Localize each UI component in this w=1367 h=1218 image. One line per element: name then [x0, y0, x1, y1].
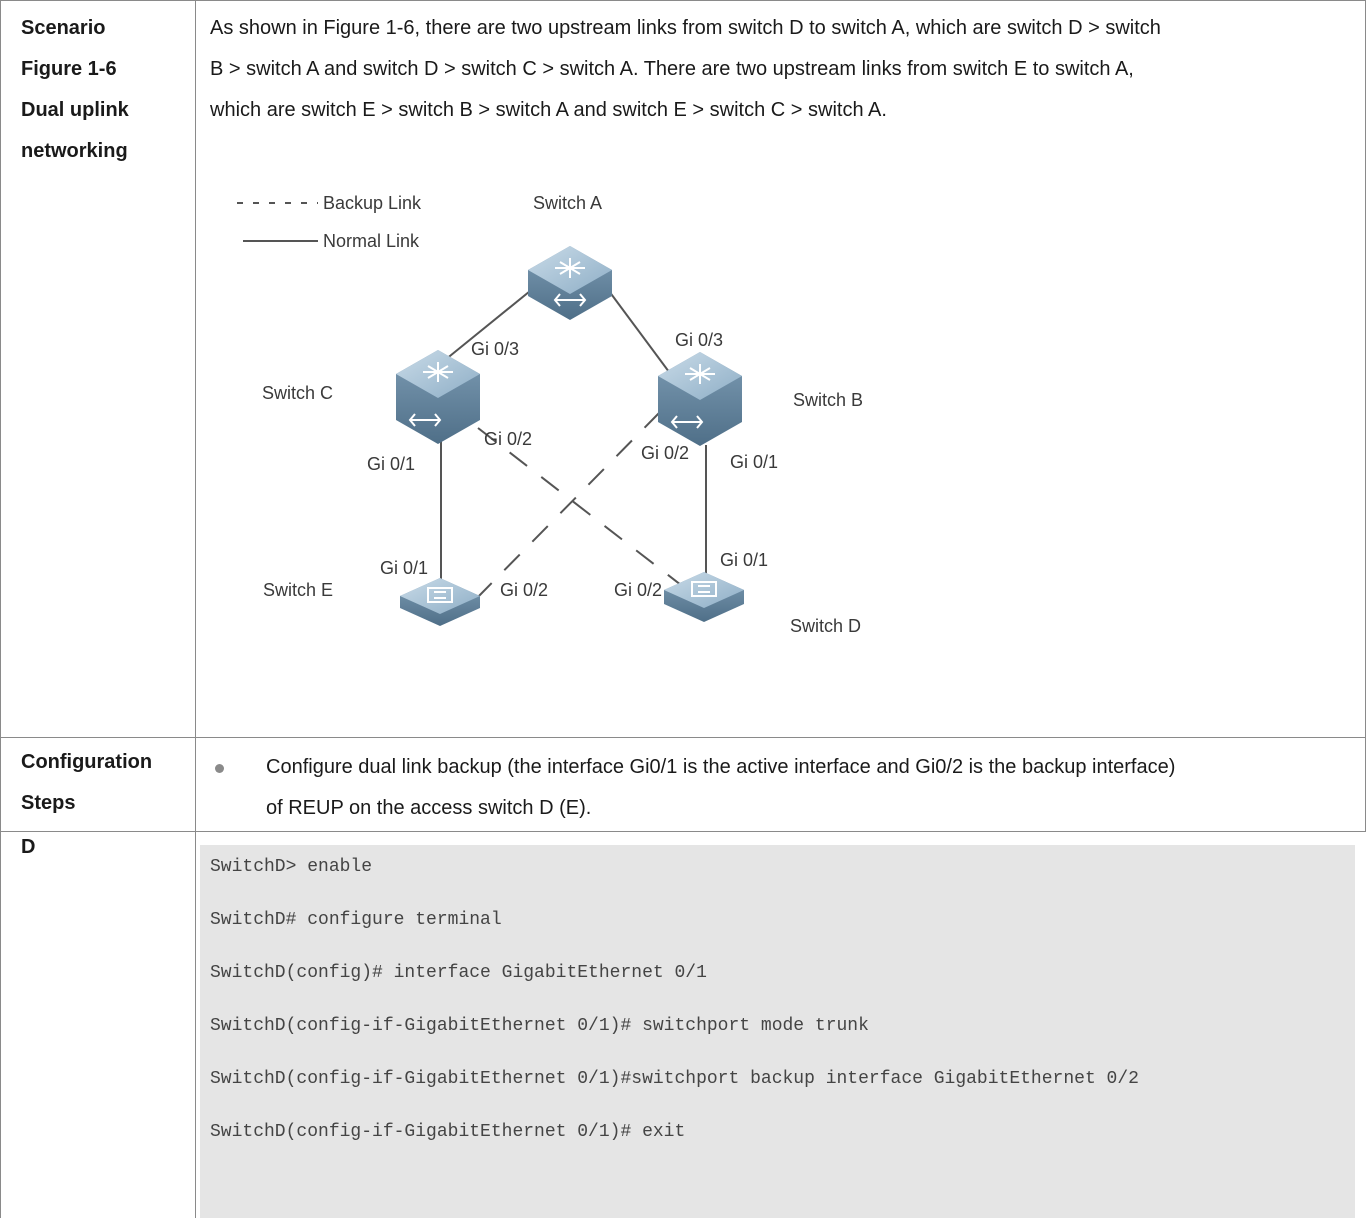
- scenario-label-line: networking: [21, 140, 128, 162]
- code-line: SwitchD# configure terminal: [210, 910, 502, 930]
- port-label: Gi 0/3: [471, 339, 519, 359]
- config-steps-label-line: Steps: [21, 792, 76, 814]
- column-divider: [195, 0, 196, 1218]
- port-label: Gi 0/1: [720, 550, 768, 570]
- port-label: Gi 0/3: [675, 330, 723, 350]
- switch-e-label: Switch E: [263, 580, 333, 600]
- network-diagram: Backup Link Normal Link: [200, 170, 920, 700]
- row-divider-1: [0, 737, 1366, 738]
- switch-c-label: Switch C: [262, 383, 333, 403]
- scenario-text-line: As shown in Figure 1-6, there are two up…: [210, 17, 1161, 39]
- switch-b-icon: [658, 352, 742, 446]
- port-label: Gi 0/2: [614, 580, 662, 600]
- config-step-text: Configure dual link backup (the interfac…: [266, 747, 1356, 829]
- code-line: SwitchD(config)# interface GigabitEthern…: [210, 963, 707, 983]
- backup-link-b-e: [474, 411, 661, 601]
- port-label: Gi 0/1: [367, 454, 415, 474]
- code-line: SwitchD(config-if-GigabitEthernet 0/1)# …: [210, 1016, 869, 1036]
- legend-normal-label: Normal Link: [323, 231, 420, 251]
- bullet-icon: [215, 764, 224, 773]
- port-label: Gi 0/2: [500, 580, 548, 600]
- port-label: Gi 0/1: [380, 558, 428, 578]
- link-a-b: [605, 286, 676, 381]
- code-line: SwitchD(config-if-GigabitEthernet 0/1)#s…: [210, 1069, 1139, 1089]
- legend: Backup Link Normal Link: [237, 193, 422, 251]
- scenario-label-line: Dual uplink: [21, 99, 129, 121]
- switch-c-icon: [396, 350, 480, 444]
- switch-b-label: Switch B: [793, 390, 863, 410]
- table-top-border: [0, 0, 1366, 1]
- network-diagram-svg: Backup Link Normal Link: [237, 193, 863, 636]
- scenario-label-line: Scenario: [21, 17, 106, 39]
- table-right-border: [1365, 0, 1366, 832]
- port-label: Gi 0/1: [730, 452, 778, 472]
- scenario-description: As shown in Figure 1-6, there are two up…: [210, 8, 1360, 131]
- scenario-text-line: B > switch A and switch D > switch C > s…: [210, 58, 1134, 80]
- legend-backup-label: Backup Link: [323, 193, 422, 213]
- link-a-c: [444, 286, 536, 361]
- code-block: SwitchD> enable SwitchD# configure termi…: [200, 845, 1355, 1218]
- switch-e-icon: [400, 578, 480, 626]
- config-step-line: of REUP on the access switch D (E).: [266, 797, 592, 819]
- row-divider-2: [0, 831, 1366, 832]
- scenario-label-line: Figure 1-6: [21, 58, 117, 80]
- port-label: Gi 0/2: [484, 429, 532, 449]
- scenario-text-line: which are switch E > switch B > switch A…: [210, 99, 887, 121]
- scenario-label: Scenario Figure 1-6 Dual uplink networki…: [21, 8, 129, 172]
- config-step-line: Configure dual link backup (the interfac…: [266, 756, 1176, 778]
- switch-a-icon: [528, 246, 612, 320]
- switch-d-label: Switch D: [790, 616, 861, 636]
- links: [440, 286, 707, 601]
- device-d-label: D: [21, 836, 36, 858]
- code-line: SwitchD> enable: [210, 857, 373, 877]
- port-label: Gi 0/2: [641, 443, 689, 463]
- switch-d-icon: [664, 572, 744, 622]
- code-line: SwitchD(config-if-GigabitEthernet 0/1)# …: [210, 1122, 686, 1142]
- backup-link-c-d: [477, 427, 691, 593]
- switch-a-label: Switch A: [533, 193, 602, 213]
- config-steps-label-line: Configuration: [21, 751, 153, 773]
- table-left-border: [0, 0, 1, 1218]
- config-steps-label: Configuration Steps: [21, 742, 152, 824]
